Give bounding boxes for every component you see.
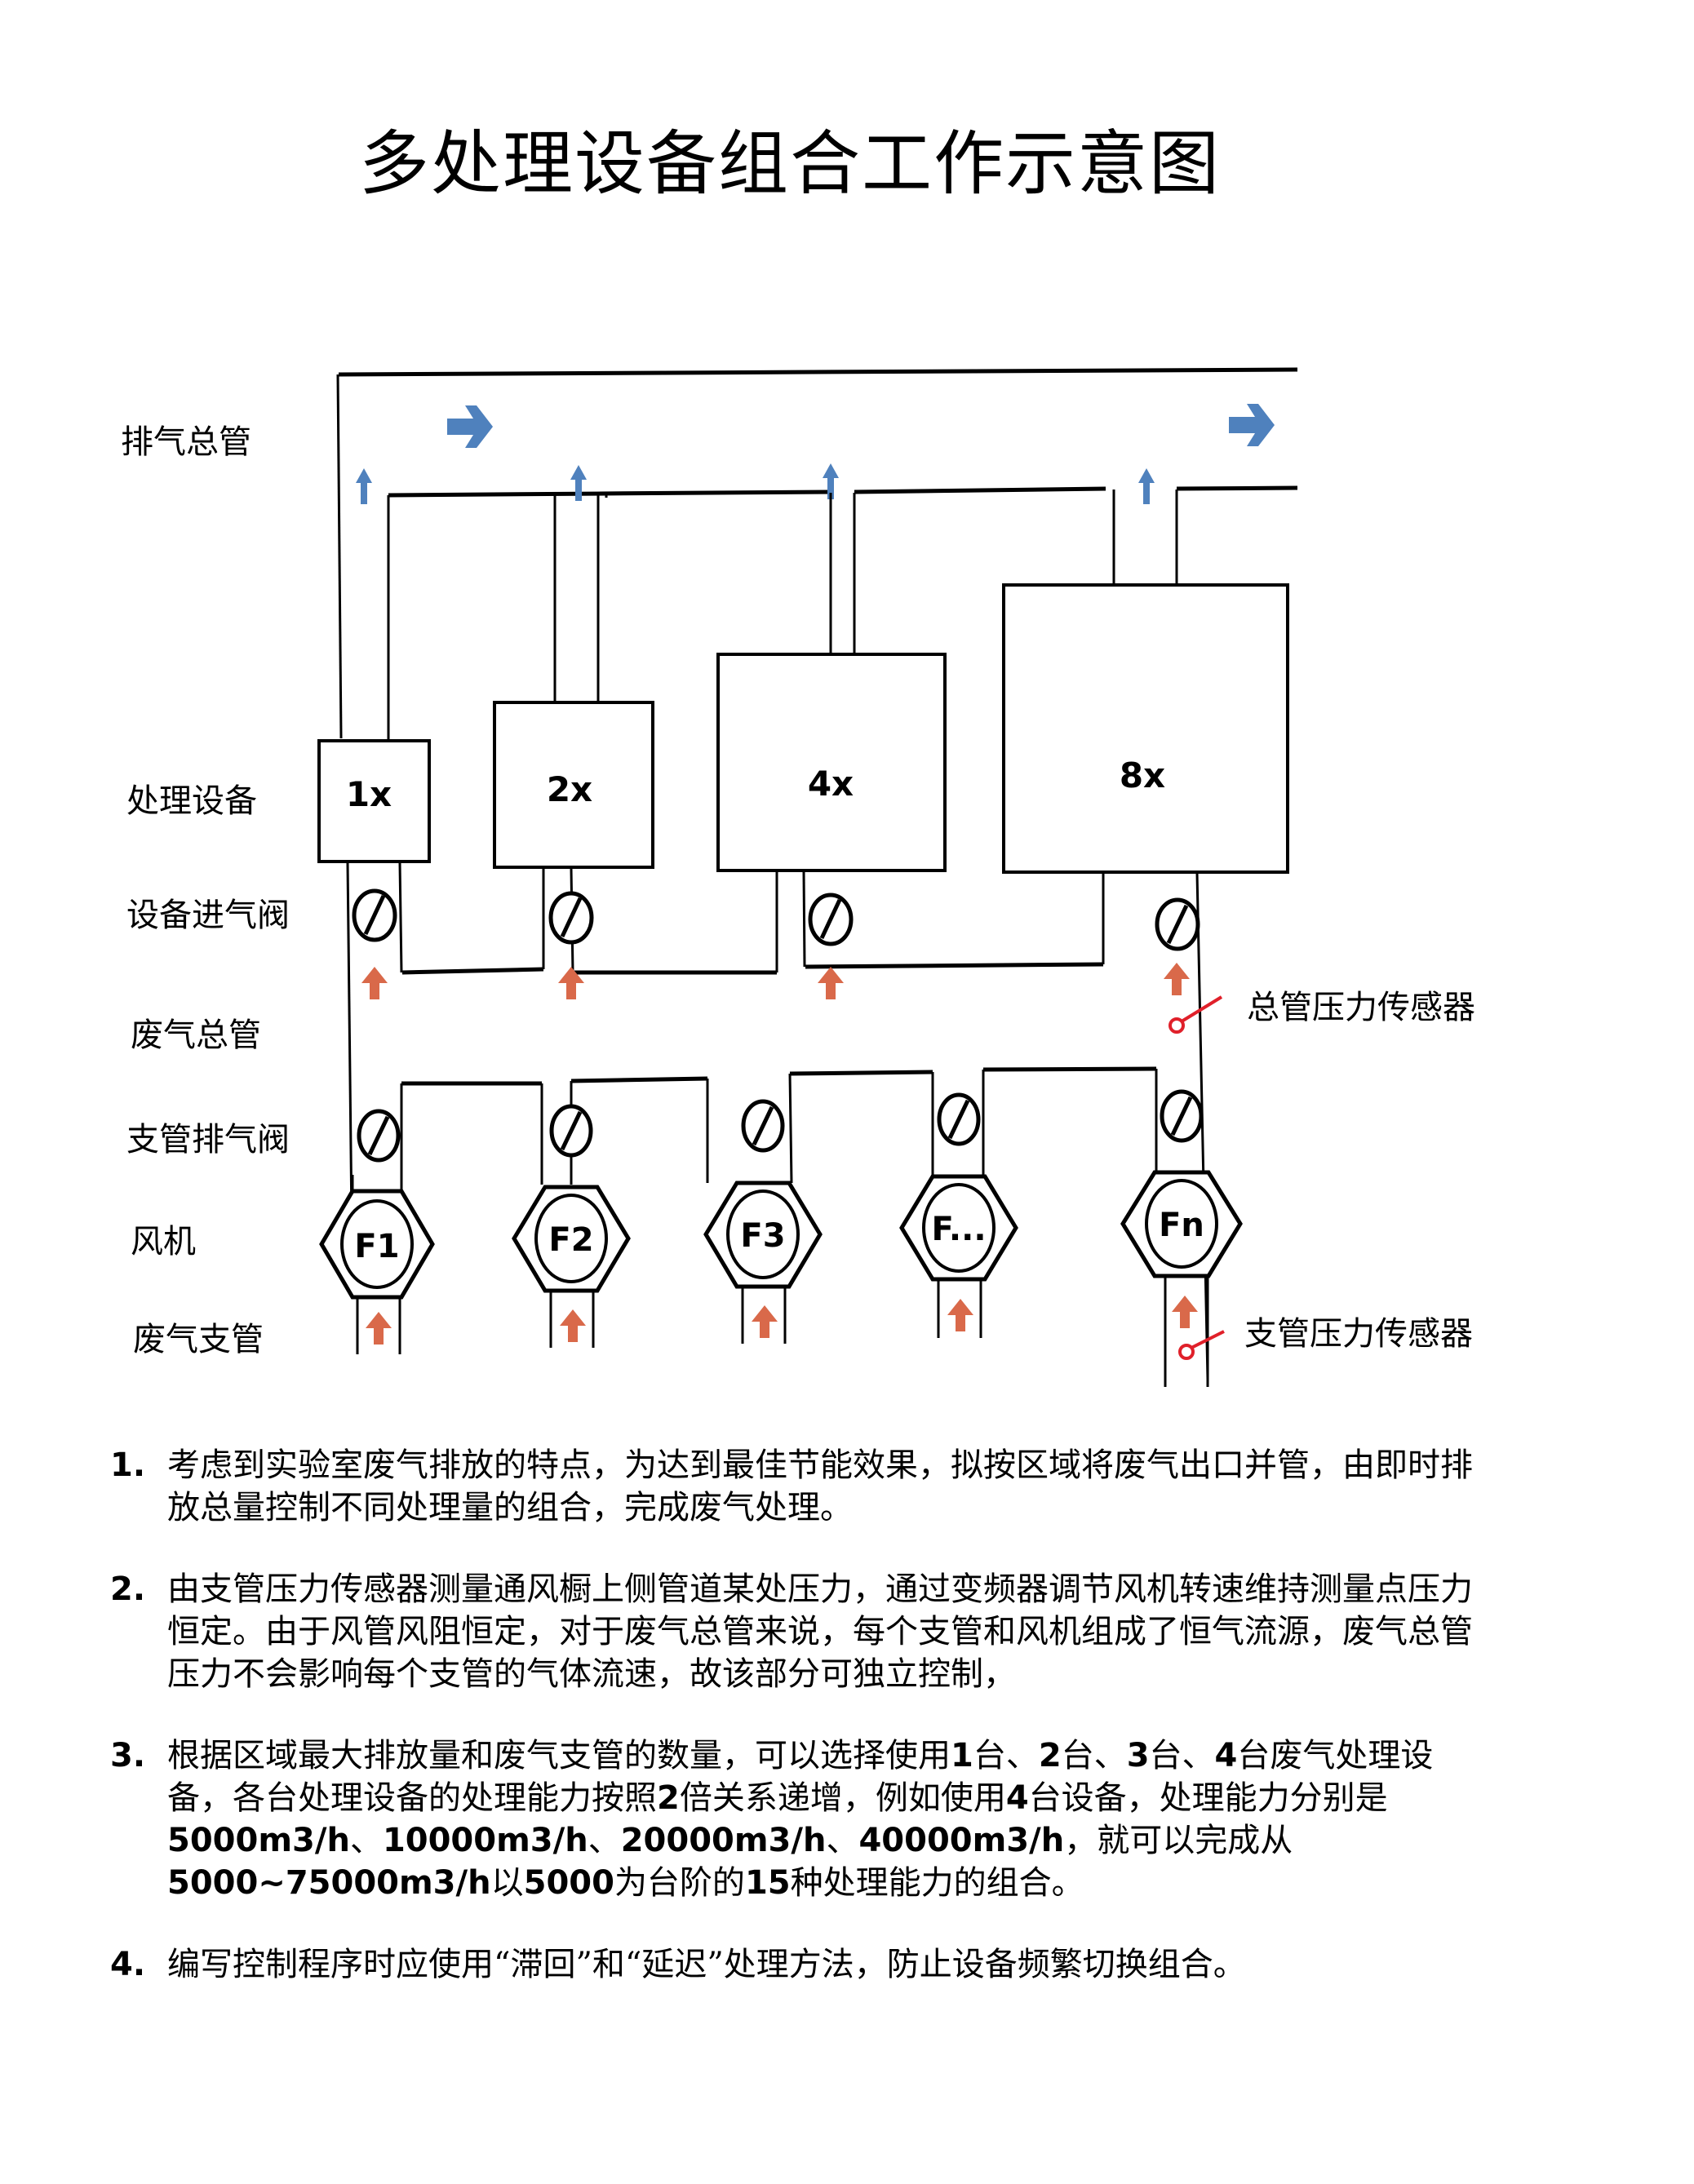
note-bold-value: 5000 <box>523 1864 614 1902</box>
note-item: 4. 编写控制程序时应使用“滞回”和“延迟”处理方法，防止设备频繁切换组合。 <box>110 1943 1497 1986</box>
note-bold-value: 40000m3/h <box>858 1822 1065 1859</box>
fan-label: F... <box>931 1211 986 1248</box>
note-number: 1. <box>110 1446 146 1484</box>
main-pressure-sensor-label: 总管压力传感器 <box>1247 989 1475 1026</box>
note-bold-value: 2 <box>1038 1737 1062 1774</box>
note-text-run: 台、 <box>973 1737 1039 1774</box>
process-diagram: 排气总管 处理设备 设备进气阀 废气总管 支管排气阀 风机 废气支管 <box>121 367 1475 1387</box>
equipment-1x: 1x <box>317 739 431 863</box>
note-text-run: 以 <box>490 1864 524 1902</box>
arrow-up-icon <box>1164 963 1190 995</box>
butterfly-valve-icon[interactable] <box>357 1109 401 1163</box>
note-item: 3. 根据区域最大排放量和废气支管的数量，可以选择使用1台、2台、3台、4台废气… <box>110 1734 1497 1904</box>
arrow-right-icon <box>447 405 493 448</box>
butterfly-valve-icon[interactable] <box>937 1092 981 1146</box>
note-text: 编写控制程序时应使用“滞回”和“延迟”处理方法，防止设备频繁切换组合。 <box>167 1943 1497 1986</box>
note-text-run: 台设备，处理能力分别是 <box>1028 1779 1388 1817</box>
note-number: 4. <box>110 1946 146 1983</box>
label-exhaust-main: 排气总管 <box>121 423 251 461</box>
butterfly-valve-icon[interactable] <box>741 1099 785 1153</box>
note-bold-value: 2 <box>657 1779 680 1817</box>
butterfly-valve-icon[interactable] <box>549 1104 593 1158</box>
note-text-run: 根据区域最大排放量和废气支管的数量，可以选择使用 <box>167 1737 951 1774</box>
fan-branch-n: Fn <box>1120 1089 1243 1387</box>
note-bold-value: 5000~75000m3/h <box>167 1864 491 1902</box>
fan-branch-2: F2 <box>512 1104 631 1348</box>
equipment-2x: 2x <box>493 701 654 869</box>
notes-list: 1. 考虑到实验室废气排放的特点，为达到最佳节能效果，拟按区域将废气出口并管，由… <box>110 1444 1497 2025</box>
note-bold-value: 5000m3/h <box>167 1822 350 1859</box>
note-item: 1. 考虑到实验室废气排放的特点，为达到最佳节能效果，拟按区域将废气出口并管，由… <box>110 1444 1497 1529</box>
butterfly-valve-icon[interactable] <box>1160 1089 1204 1143</box>
pressure-sensor-icon[interactable] <box>1169 995 1223 1034</box>
fan-label: F2 <box>548 1221 593 1259</box>
label-treatment-equipment: 处理设备 <box>126 782 257 820</box>
note-bold-value: 15 <box>744 1864 791 1902</box>
note-text-run: 、 <box>826 1822 859 1859</box>
note-bold-value: 4 <box>1214 1737 1238 1774</box>
equipment-4x: 4x <box>716 653 947 872</box>
equipment-inlet-valves <box>352 888 1200 951</box>
equipment-8x: 8x <box>1002 583 1289 874</box>
note-number: 2. <box>110 1570 146 1608</box>
note-item: 2. 由支管压力传感器测量通风橱上侧管道某处压力，通过变频器调节风机转速维持测量… <box>110 1568 1497 1695</box>
label-fan: 风机 <box>131 1223 196 1260</box>
note-text-run: 台废气处理设备，各台处理设备的处理能力按照 <box>167 1737 1434 1817</box>
equipment-ducts <box>387 490 1178 741</box>
note-text-run: ，就可以完成从 <box>1064 1822 1293 1859</box>
arrow-up-icon <box>366 1312 392 1345</box>
arrow-up-icon <box>752 1305 778 1338</box>
fan-label: F1 <box>354 1228 399 1265</box>
note-text-run: 、 <box>588 1822 621 1859</box>
note-text-run: 由支管压力传感器测量通风橱上侧管道某处压力，通过变频器调节风机转速维持测量点压力… <box>167 1570 1473 1693</box>
butterfly-valve-icon[interactable] <box>808 893 854 946</box>
label-branch-exhaust-valve: 支管排气阀 <box>126 1121 290 1158</box>
arrow-right-icon <box>1229 404 1275 446</box>
note-bold-value: 1 <box>951 1737 973 1774</box>
butterfly-valve-icon[interactable] <box>1155 897 1200 951</box>
page-title: 多处理设备组合工作示意图 <box>359 123 1221 205</box>
pressure-sensor-icon[interactable] <box>1178 1330 1225 1360</box>
arrow-up-icon <box>1172 1296 1198 1328</box>
fan-branch-1: F1 <box>319 1109 435 1354</box>
note-text-run: 种处理能力的组合。 <box>790 1864 1084 1902</box>
note-number: 3. <box>110 1737 146 1774</box>
note-text-run: 台、 <box>1149 1737 1215 1774</box>
note-text-run: 为台阶的 <box>614 1864 745 1902</box>
label-waste-gas-branch: 废气支管 <box>133 1321 264 1358</box>
arrow-up-icon <box>560 1309 586 1342</box>
fan-branch-4: F... <box>899 1092 1018 1338</box>
note-bold-value: 10000m3/h <box>382 1822 588 1859</box>
fan-label: F3 <box>740 1217 785 1255</box>
equipment-label: 4x <box>808 764 854 804</box>
note-text-run: 倍关系递增，例如使用 <box>679 1779 1006 1817</box>
note-text: 由支管压力传感器测量通风橱上侧管道某处压力，通过变频器调节风机转速维持测量点压力… <box>167 1568 1497 1695</box>
note-text-run: 、 <box>349 1822 383 1859</box>
note-text: 考虑到实验室废气排放的特点，为达到最佳节能效果，拟按区域将废气出口并管，由即时排… <box>167 1444 1497 1529</box>
note-bold-value: 3 <box>1126 1737 1150 1774</box>
arrow-up-icon <box>818 967 844 999</box>
fan-branch-3: F3 <box>703 1099 823 1344</box>
note-text-run: 编写控制程序时应使用“滞回”和“延迟”处理方法，防止设备频繁切换组合。 <box>167 1946 1246 1983</box>
butterfly-valve-icon[interactable] <box>352 888 397 942</box>
butterfly-valve-icon[interactable] <box>548 891 594 945</box>
arrow-up-icon <box>361 967 388 999</box>
branch-pressure-sensor-label: 支管压力传感器 <box>1244 1315 1473 1353</box>
equipment-label: 2x <box>547 769 592 809</box>
arrow-up-icon <box>947 1299 973 1331</box>
note-text-run: 考虑到实验室废气排放的特点，为达到最佳节能效果，拟按区域将废气出口并管，由即时排… <box>167 1446 1473 1526</box>
note-bold-value: 4 <box>1005 1779 1029 1817</box>
note-text: 根据区域最大排放量和废气支管的数量，可以选择使用1台、2台、3台、4台废气处理设… <box>167 1734 1497 1904</box>
equipment-label: 8x <box>1120 755 1165 795</box>
exhaust-main-pipe <box>336 367 1298 739</box>
fan-label: Fn <box>1159 1207 1204 1244</box>
arrow-up-icon <box>356 468 372 504</box>
note-bold-value: 20000m3/h <box>620 1822 827 1859</box>
note-text-run: 台、 <box>1061 1737 1127 1774</box>
label-waste-gas-main: 废气总管 <box>131 1017 261 1054</box>
equipment-label: 1x <box>346 774 392 814</box>
arrow-up-icon <box>1138 468 1155 504</box>
waste-gas-main-pipe <box>346 862 1209 1380</box>
label-equipment-inlet-valve: 设备进气阀 <box>126 897 290 934</box>
